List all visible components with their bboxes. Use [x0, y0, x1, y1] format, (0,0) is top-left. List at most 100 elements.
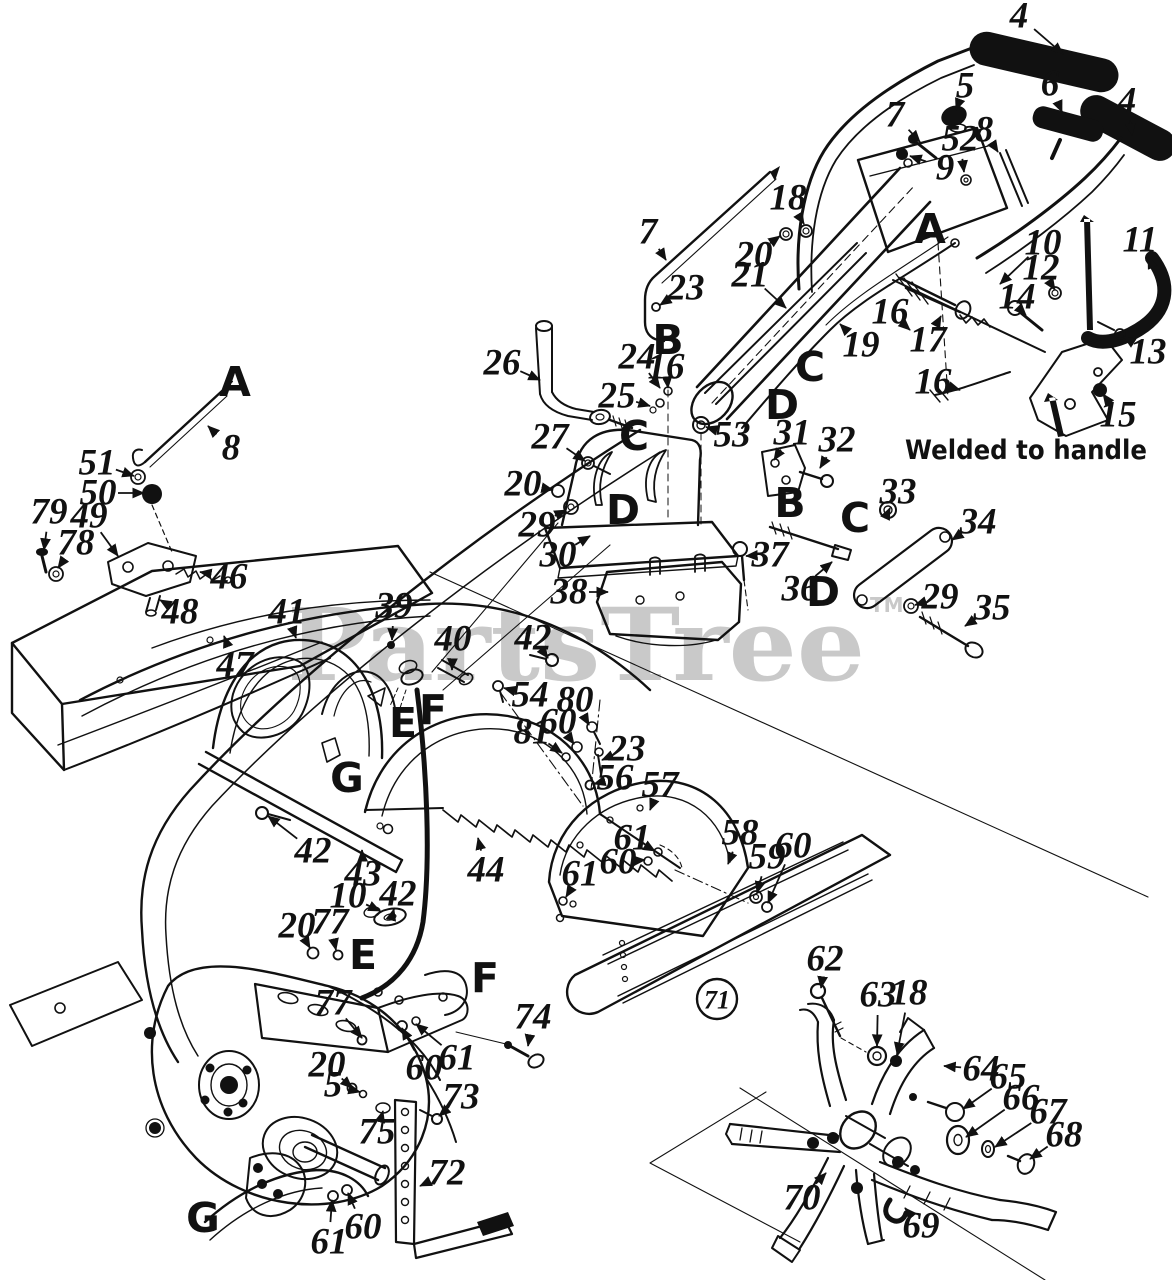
- rod-7: [643, 166, 780, 343]
- callout-number: 16: [648, 347, 686, 388]
- letter-label-A-1: A: [219, 358, 251, 406]
- callout-69-81: 69: [903, 1206, 940, 1247]
- callout-number: 44: [467, 850, 505, 891]
- callout-65-76: 65: [962, 1057, 1027, 1110]
- callout-78-45: 78: [57, 523, 95, 569]
- callout-72-92: 72: [419, 1153, 466, 1194]
- callout-number: 20: [278, 906, 316, 947]
- side-shield-57: [547, 779, 750, 938]
- callout-number: 61: [311, 1222, 348, 1263]
- side-plate-58: [565, 833, 892, 1016]
- callout-number: 61: [562, 854, 599, 895]
- callout-58-69: 58: [722, 813, 759, 865]
- callout-number: 11: [1123, 220, 1158, 261]
- callout-number: 16: [915, 362, 953, 403]
- callout-number: 4: [1009, 0, 1029, 37]
- callout-number: 7: [886, 95, 906, 136]
- callout-77-83: 77: [312, 902, 350, 951]
- callout-number: 31: [773, 413, 811, 454]
- callout-59-70: 59: [749, 837, 786, 894]
- callout-number: 79: [31, 492, 68, 533]
- callout-36-36: 36: [781, 561, 833, 610]
- letter-label-C-5: C: [619, 412, 649, 460]
- callout-73-90: 73: [438, 1077, 480, 1118]
- watermark-text: PartsTree: [287, 586, 865, 704]
- callout-5-1: 5: [955, 66, 974, 111]
- callout-number: 54: [512, 675, 549, 716]
- callout-7-11: 7: [639, 212, 667, 261]
- callout-number: 49: [70, 496, 108, 537]
- callout-number: 70: [784, 1178, 821, 1219]
- callout-number: 40: [434, 619, 472, 660]
- callout-60-56: 60: [540, 702, 577, 745]
- callout-number: 14: [999, 277, 1036, 318]
- callout-number: 29: [921, 577, 959, 618]
- callout-number: 18: [770, 178, 807, 219]
- callout-42-61: 42: [267, 815, 332, 872]
- callout-23-58: 23: [601, 729, 646, 770]
- callout-number: 64: [963, 1049, 1000, 1090]
- callout-23-12: 23: [659, 268, 705, 309]
- callout-79-43: 79: [31, 492, 68, 551]
- callout-13-19: 13: [1123, 332, 1167, 373]
- callout-number: 30: [539, 535, 577, 576]
- callout-51-41: 51: [79, 443, 135, 484]
- callout-29-39: 29: [914, 577, 959, 618]
- callout-38-35: 38: [550, 572, 609, 613]
- reference-circle-71: 71: [695, 977, 739, 1021]
- callout-18-8: 18: [770, 178, 807, 225]
- callout-24-23: 24: [618, 337, 661, 389]
- callout-43-62: 43: [344, 849, 382, 895]
- callout-number: 50: [80, 473, 117, 514]
- callout-number: 48: [161, 592, 199, 633]
- inner-shields: [197, 638, 749, 1001]
- callout-6-2: 6: [1041, 64, 1063, 113]
- callout-number: 39: [375, 586, 413, 627]
- callout-number: 61: [439, 1038, 476, 1079]
- handlebar: [690, 31, 1172, 429]
- callout-10-63: 10: [330, 876, 381, 917]
- callout-number: 38: [550, 572, 588, 613]
- callout-number: 20: [504, 464, 542, 505]
- callout-9-7: 9: [909, 148, 955, 189]
- letter-label-E-10: E: [389, 699, 417, 747]
- callout-number: 62: [807, 939, 844, 980]
- callout-31-29: 31: [773, 413, 811, 461]
- callout-number: 24: [618, 337, 656, 378]
- letter-label-F-12: F: [419, 686, 447, 734]
- callout-67-78: 67: [994, 1092, 1069, 1148]
- letter-label-A-0: A: [914, 205, 946, 253]
- callout-60-71: 60: [767, 826, 812, 904]
- callout-48-48: 48: [159, 592, 199, 633]
- callout-4-0: 4: [1009, 0, 1064, 55]
- welded-bracket: [892, 215, 1172, 437]
- callout-number: 9: [936, 148, 955, 189]
- callout-number: 32: [818, 420, 856, 461]
- callout-16-20: 16: [915, 362, 961, 403]
- callout-number: 77: [315, 983, 354, 1024]
- transmission: [9, 428, 661, 1260]
- callout-number: 66: [1003, 1078, 1041, 1119]
- callout-number: 60: [345, 1207, 382, 1248]
- callout-50-42: 50: [80, 473, 145, 514]
- callout-41-49: 41: [268, 592, 306, 639]
- callout-number: 67: [1030, 1092, 1069, 1133]
- callout-80-55: 80: [557, 680, 594, 726]
- letter-label-G-15: G: [186, 1194, 220, 1242]
- callout-25-25: 25: [598, 376, 651, 417]
- callout-number: 75: [359, 1112, 396, 1153]
- callout-number: 72: [429, 1153, 466, 1194]
- callout-46-47: 46: [199, 557, 248, 598]
- callout-18-74: 18: [891, 973, 928, 1055]
- callout-53-28: 53: [705, 415, 751, 456]
- callout-29-32: 29: [518, 505, 567, 546]
- callout-33-37: 33: [879, 472, 917, 521]
- callout-60-87: 60: [401, 1027, 443, 1089]
- callout-number: 57: [642, 765, 681, 806]
- callout-number: 23: [608, 729, 646, 770]
- callout-49-44: 49: [70, 496, 119, 557]
- callout-42-53: 42: [514, 618, 552, 659]
